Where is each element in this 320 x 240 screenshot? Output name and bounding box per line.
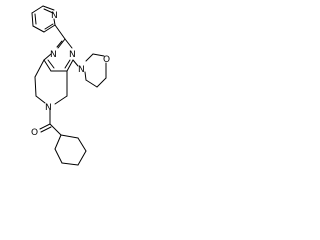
pyridine-ring [31, 5, 56, 33]
bonds [31, 5, 107, 166]
atom-label-pyrimidine-n-right: N [69, 50, 76, 60]
atom-labels: N N N N O N O [31, 11, 110, 138]
cyclohexane-ring [54, 134, 87, 166]
amide-group [39, 109, 62, 136]
atom-label-carbonyl-o: O [31, 128, 38, 138]
tetrahydropyridine-ring [34, 59, 68, 105]
atom-label-pyrimidine-n-left: N [50, 50, 57, 60]
morpholine-ring [72, 53, 107, 88]
background [0, 0, 115, 189]
atom-label-morpholine-n: N [78, 65, 85, 75]
atom-label-pyridine-n: N [51, 11, 58, 21]
biaryl-bond [54, 24, 66, 40]
atom-label-morpholine-o: O [103, 55, 110, 65]
chemical-structure-diagram: N N N N O N O [0, 0, 115, 189]
atom-label-ring-n: N [45, 103, 52, 113]
pyrimidine-ring [43, 38, 74, 72]
